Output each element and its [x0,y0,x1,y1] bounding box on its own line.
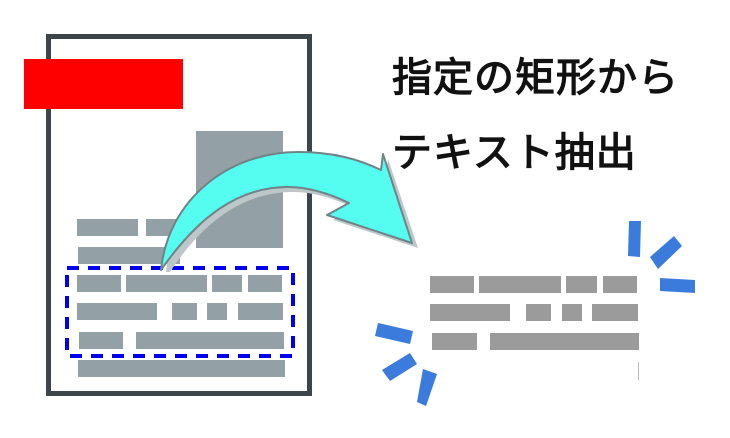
selected-text-line [248,275,282,292]
extracted-text-line [526,304,551,321]
selected-text-line [77,275,121,292]
sparkle-icon [375,323,437,406]
curved-arrow-icon [160,151,413,271]
selected-text-line [79,332,123,349]
document-header-block [24,59,183,109]
selected-text-line [77,303,157,320]
selected-text-line [212,275,242,292]
selected-text-line [207,303,227,320]
extracted-text-line [566,276,597,293]
extracted-text-line [562,304,582,321]
title-line-1: 指定の矩形から [392,55,679,101]
extracted-text-line [603,276,637,293]
text-line [77,219,138,236]
text-line [78,360,285,377]
dashed-selection-rectangle [65,266,295,358]
selected-text-line [126,275,207,292]
extracted-text-line [430,276,474,293]
selected-text-line [172,303,197,320]
title-line-2: テキスト抽出 [392,130,637,176]
cursor-line [638,362,639,380]
selected-text-line [238,303,283,320]
extracted-text-line [592,304,638,321]
extracted-text-line [430,304,510,321]
extracted-text-line [490,333,639,350]
extracted-text-line [479,276,561,293]
sparkle-icon [628,221,695,293]
extracted-text-line [432,333,477,350]
selected-text-line [136,332,284,349]
text-line [78,247,180,264]
